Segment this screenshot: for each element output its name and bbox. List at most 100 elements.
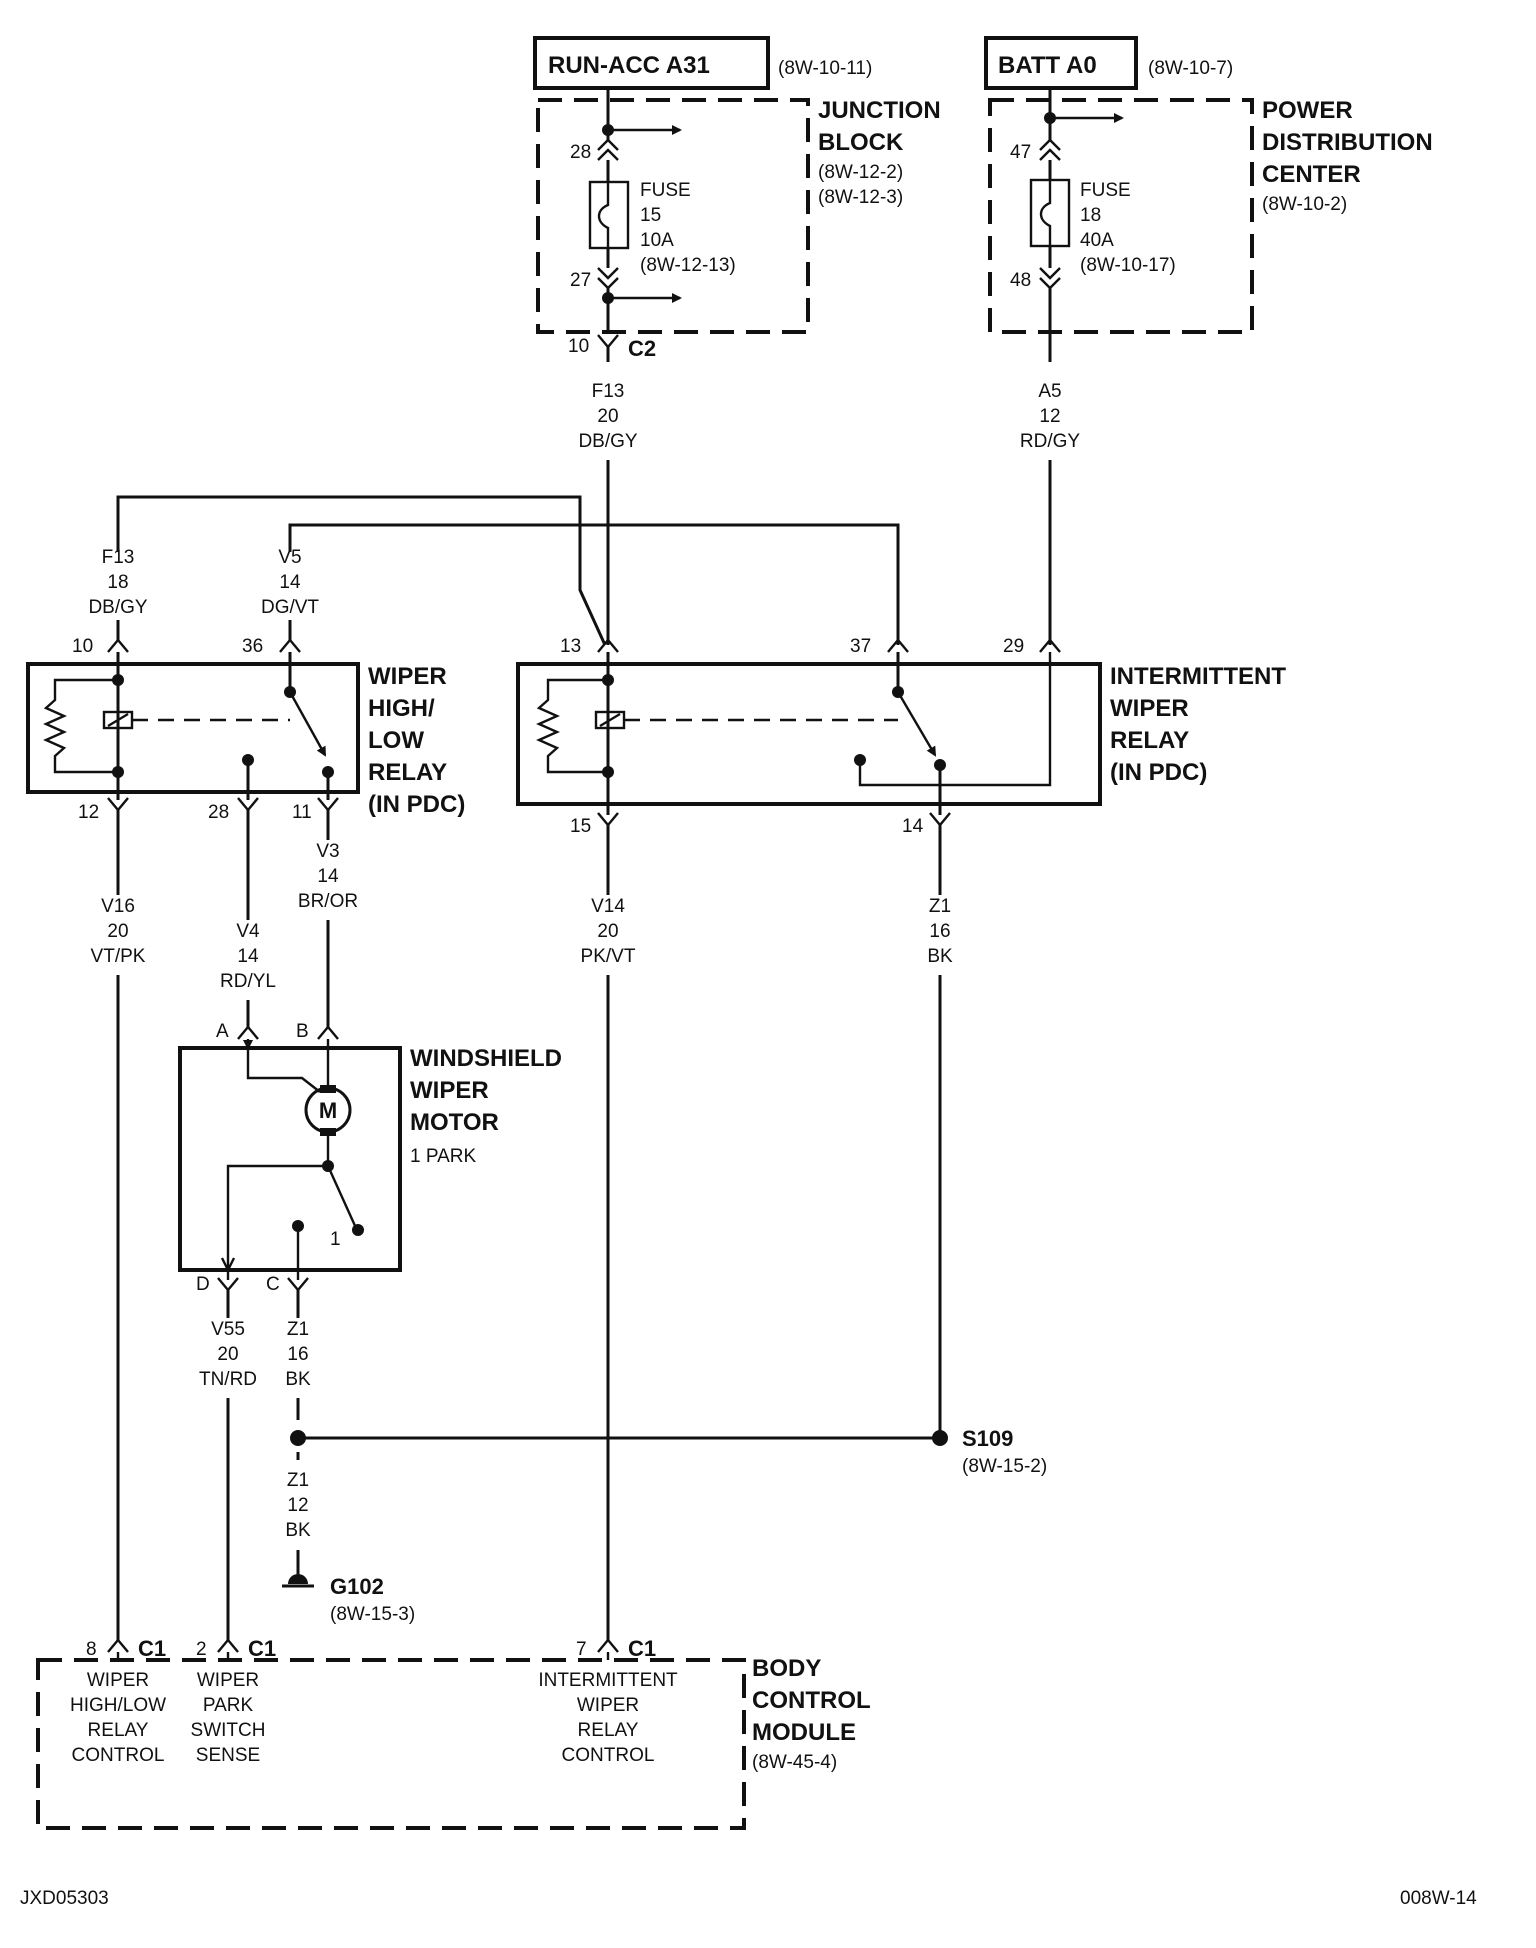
svg-text:Z1: Z1 [929, 896, 951, 917]
svg-text:(8W-12-13): (8W-12-13) [640, 255, 736, 276]
svg-text:WIPER: WIPER [197, 1670, 259, 1691]
svg-text:28: 28 [208, 802, 229, 823]
svg-text:G102: G102 [330, 1574, 384, 1599]
splice-s109: S109 (8W-15-2) Z1 12 BK [285, 1426, 1047, 1570]
svg-text:12: 12 [287, 1495, 308, 1516]
ground-g102: G102 (8W-15-3) [282, 1570, 415, 1625]
svg-text:47: 47 [1010, 142, 1031, 163]
svg-text:10: 10 [568, 336, 589, 357]
svg-text:(8W-45-4): (8W-45-4) [752, 1752, 837, 1773]
svg-text:29: 29 [1003, 636, 1024, 657]
batt-ref: (8W-10-7) [1148, 58, 1233, 79]
svg-text:B: B [296, 1021, 309, 1042]
svg-text:27: 27 [570, 270, 591, 291]
svg-text:DB/GY: DB/GY [578, 431, 637, 452]
svg-text:WIPER: WIPER [1110, 695, 1189, 722]
svg-text:DG/VT: DG/VT [261, 597, 319, 618]
svg-text:BLOCK: BLOCK [818, 129, 904, 156]
svg-text:8: 8 [86, 1639, 97, 1660]
svg-text:S109: S109 [962, 1426, 1013, 1451]
junction-block: 28 FUSE 15 10A (8W-12-13) 27 JUNCTION BL… [536, 88, 941, 334]
svg-text:DISTRIBUTION: DISTRIBUTION [1262, 129, 1433, 156]
svg-text:F13: F13 [592, 381, 625, 402]
wiper-high-low-relay: F13 18 DB/GY V5 14 DG/VT 10 36 12 28 11 … [26, 547, 465, 823]
svg-text:WIPER: WIPER [87, 1670, 149, 1691]
run-acc-source: RUN-ACC A31 (8W-10-11) [533, 36, 872, 90]
svg-text:MOTOR: MOTOR [410, 1109, 499, 1136]
svg-text:RELAY: RELAY [368, 759, 447, 786]
svg-text:POWER: POWER [1262, 97, 1353, 124]
svg-text:BR/OR: BR/OR [298, 891, 358, 912]
run-acc-label: RUN-ACC A31 [548, 52, 710, 79]
svg-text:20: 20 [597, 921, 618, 942]
svg-text:(8W-15-2): (8W-15-2) [962, 1456, 1047, 1477]
svg-text:Z1: Z1 [287, 1470, 309, 1491]
svg-text:36: 36 [242, 636, 263, 657]
svg-text:15: 15 [570, 816, 591, 837]
svg-text:14: 14 [237, 946, 259, 967]
svg-text:CONTROL: CONTROL [562, 1745, 655, 1766]
svg-text:C2: C2 [628, 336, 656, 361]
svg-text:LOW: LOW [368, 727, 424, 754]
svg-text:14: 14 [902, 816, 924, 837]
svg-text:14: 14 [279, 572, 301, 593]
svg-text:CENTER: CENTER [1262, 161, 1361, 188]
svg-text:40A: 40A [1080, 230, 1114, 251]
body-control-module: 8 C1 2 C1 7 C1 WIPER HIGH/LOW RELAY CONT… [36, 1636, 871, 1830]
svg-text:(8W-15-3): (8W-15-3) [330, 1604, 415, 1625]
svg-text:HIGH/LOW: HIGH/LOW [70, 1695, 166, 1716]
svg-text:11: 11 [292, 802, 312, 823]
svg-text:13: 13 [560, 636, 581, 657]
svg-text:C1: C1 [138, 1636, 166, 1661]
intermittent-wiper-relay: 13 37 29 15 14 INTERMITTENT WIPER RELAY … [516, 636, 1286, 837]
svg-text:20: 20 [597, 406, 618, 427]
svg-text:2: 2 [196, 1639, 207, 1660]
svg-text:BODY: BODY [752, 1655, 821, 1682]
svg-text:WIPER: WIPER [577, 1695, 639, 1716]
svg-text:20: 20 [107, 921, 128, 942]
svg-text:20: 20 [217, 1344, 238, 1365]
svg-text:V55: V55 [211, 1319, 245, 1340]
svg-text:(8W-12-2): (8W-12-2) [818, 162, 903, 183]
svg-text:CONTROL: CONTROL [72, 1745, 165, 1766]
svg-text:RELAY: RELAY [1110, 727, 1189, 754]
svg-text:JUNCTION: JUNCTION [818, 97, 941, 124]
svg-text:Z1: Z1 [287, 1319, 309, 1340]
svg-text:28: 28 [570, 142, 591, 163]
svg-text:WIPER: WIPER [410, 1077, 489, 1104]
svg-text:FUSE: FUSE [1080, 180, 1131, 201]
svg-text:(IN PDC): (IN PDC) [368, 791, 465, 818]
svg-text:VT/PK: VT/PK [91, 946, 146, 967]
power-distribution-center: 47 FUSE 18 40A (8W-10-17) 48 POWER DISTR… [988, 88, 1433, 452]
svg-text:37: 37 [850, 636, 871, 657]
svg-text:INTERMITTENT: INTERMITTENT [1110, 663, 1286, 690]
svg-text:(8W-12-3): (8W-12-3) [818, 187, 903, 208]
svg-text:RD/GY: RD/GY [1020, 431, 1081, 452]
upper-wiring [116, 460, 1052, 646]
svg-text:48: 48 [1010, 270, 1031, 291]
svg-text:TN/RD: TN/RD [199, 1369, 257, 1390]
svg-text:V14: V14 [591, 896, 625, 917]
run-acc-ref: (8W-10-11) [778, 58, 872, 79]
connector-c2: 10 C2 F13 20 DB/GY [568, 334, 656, 452]
svg-text:14: 14 [317, 866, 339, 887]
svg-text:MODULE: MODULE [752, 1719, 856, 1746]
svg-text:(8W-10-2): (8W-10-2) [1262, 194, 1347, 215]
footer-right-code: 008W-14 [1400, 1888, 1477, 1909]
svg-text:SWITCH: SWITCH [191, 1720, 266, 1741]
svg-text:16: 16 [287, 1344, 308, 1365]
svg-text:18: 18 [107, 572, 128, 593]
svg-text:1 PARK: 1 PARK [410, 1146, 477, 1167]
svg-text:INTERMITTENT: INTERMITTENT [538, 1670, 678, 1691]
svg-text:A: A [216, 1021, 229, 1042]
svg-text:(8W-10-17): (8W-10-17) [1080, 255, 1176, 276]
svg-text:CONTROL: CONTROL [752, 1687, 871, 1714]
svg-text:HIGH/: HIGH/ [368, 695, 435, 722]
footer-left-code: JXD05303 [20, 1888, 109, 1909]
windshield-wiper-motor: A B M 1 WINDSHIELD WIPER MOTOR 1 PARK D … [178, 1021, 562, 1640]
svg-text:10A: 10A [640, 230, 674, 251]
batt-source: BATT A0 (8W-10-7) [984, 36, 1233, 90]
svg-text:15: 15 [640, 205, 661, 226]
svg-text:V16: V16 [101, 896, 135, 917]
